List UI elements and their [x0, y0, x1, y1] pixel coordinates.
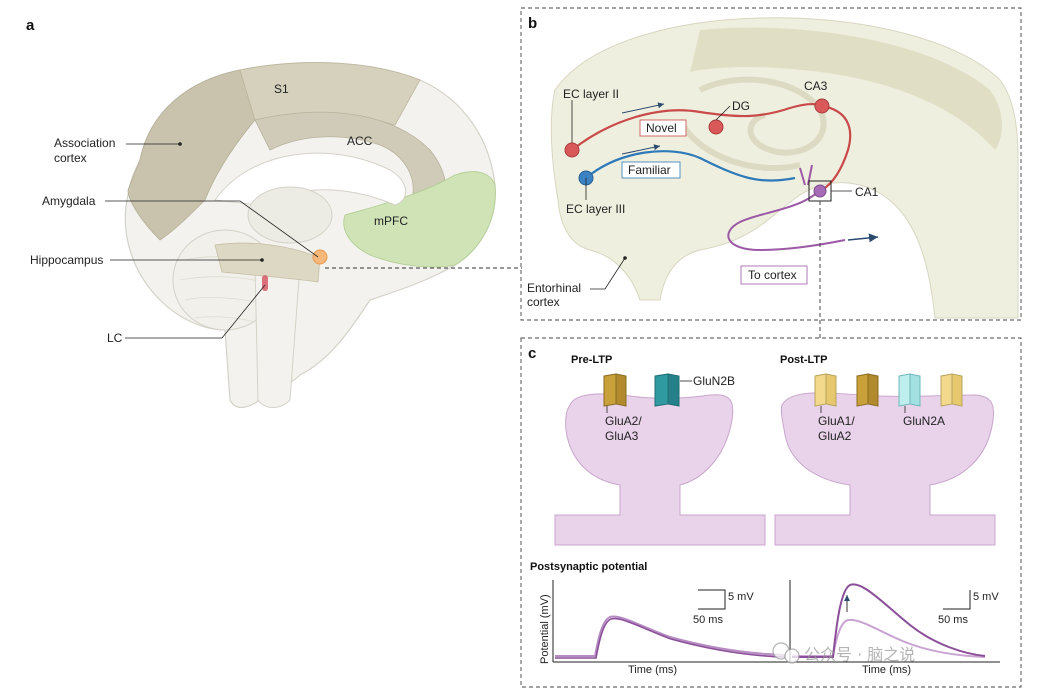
pre-ltp-spine — [554, 393, 766, 546]
entorhinal-label-line1: Entorhinal — [527, 281, 581, 295]
thalamus — [247, 186, 333, 244]
association-cortex-region — [127, 69, 256, 241]
ec-layer-iii-label: EC layer III — [566, 202, 625, 216]
ca3-neuron — [814, 98, 830, 114]
ca3-to-ca1-path — [821, 104, 852, 191]
pre-scale-ms: 50 ms — [693, 614, 723, 626]
entorhinal-leader — [590, 257, 626, 290]
to-cortex-label: To cortex — [748, 268, 797, 282]
lc-marker — [262, 275, 268, 291]
dg-neuron — [708, 119, 724, 135]
panel-c: c Pre-LTP Post-LTP GluN2B GluA2/ GluA3 — [520, 337, 1022, 688]
post-scale-mv: 5 mV — [973, 591, 999, 603]
association-label-line1: Association — [54, 136, 115, 150]
post-ltp-trace-after — [792, 583, 986, 658]
familiar-box — [621, 161, 681, 179]
panel-b: b EC layer II Novel DG CA — [520, 7, 1022, 338]
post-scale-bar — [943, 590, 971, 610]
amygdala-label: Amygdala — [42, 194, 96, 208]
corpus-callosum — [214, 152, 407, 206]
watermark-text: 公众号 · 脑之说 — [804, 645, 915, 664]
ca3-label: CA3 — [804, 79, 828, 93]
pre-scale-mv: 5 mV — [728, 591, 754, 603]
post-ltp-title: Post-LTP — [780, 354, 827, 366]
pre-ltp-trace-1 — [555, 615, 786, 657]
amygdala-marker — [312, 249, 328, 265]
pre-ltp-trace-2 — [555, 617, 786, 659]
panel-a: a S1 ACC mPFC Association co — [26, 17, 522, 409]
pre-glun2b-receptor — [654, 373, 680, 407]
panel-c-letter: c — [528, 345, 536, 362]
glua1-label-line2: GluA2 — [818, 429, 852, 443]
glun2b-label: GluN2B — [693, 374, 735, 388]
ca1-neuron — [813, 184, 827, 198]
hippocampus-region — [214, 242, 321, 283]
post-glua1-receptor-2 — [940, 373, 963, 407]
post-ltp-trace-before — [792, 618, 986, 658]
glua2-label-line2: GluA3 — [605, 429, 639, 443]
pre-scale-bar — [698, 589, 726, 609]
watermark: 公众号 · 脑之说 — [772, 642, 915, 664]
glua2-label-line1: GluA2/ — [605, 414, 642, 428]
to-cortex-arrow — [847, 233, 879, 243]
acc-label: ACC — [347, 134, 373, 148]
glun2a-label: GluN2A — [903, 414, 945, 428]
novel-path — [571, 102, 823, 151]
novel-box — [639, 119, 687, 137]
panel-a-letter: a — [26, 17, 35, 34]
ec-layer-ii-neuron — [564, 142, 580, 158]
brainstem — [254, 264, 301, 408]
post-ltp-spine — [774, 392, 996, 546]
psp-ylabel: Potential (mV) — [539, 594, 551, 664]
familiar-path — [585, 150, 796, 182]
post-glua1-receptor — [814, 373, 837, 407]
entorhinal-label-line2: cortex — [527, 295, 560, 309]
to-cortex-box — [740, 265, 808, 285]
lc-leader — [125, 284, 266, 339]
hippocampus-label: Hippocampus — [30, 253, 103, 267]
familiar-label: Familiar — [628, 163, 671, 177]
hippocampal-folds — [677, 76, 827, 171]
psp-xlabel-pre: Time (ms) — [628, 664, 677, 676]
amygdala-leader — [105, 200, 319, 258]
lc-label: LC — [107, 331, 123, 345]
s1-label: S1 — [274, 82, 289, 96]
ca1-label: CA1 — [855, 185, 879, 199]
hippocampus-top-shade — [690, 27, 1002, 150]
panel-b-letter: b — [528, 15, 537, 32]
pre-glua-receptor — [603, 373, 627, 407]
pre-ltp-title: Pre-LTP — [571, 354, 612, 366]
post-glun2a-receptor — [898, 373, 921, 407]
panel-c-frame — [520, 337, 1022, 688]
dg-label: DG — [732, 99, 750, 113]
association-label-line2: cortex — [54, 151, 87, 165]
post-scale-ms: 50 ms — [938, 614, 968, 626]
mpfc-label: mPFC — [374, 214, 408, 228]
novel-arrow — [621, 102, 665, 114]
glua1-label-line1: GluA1/ — [818, 414, 855, 428]
psp-xlabel-post: Time (ms) — [862, 664, 911, 676]
dg-leader — [715, 105, 731, 121]
familiar-arrow — [621, 144, 661, 155]
psp-title: Postsynaptic potential — [530, 561, 647, 573]
ec-layer-ii-label: EC layer II — [563, 87, 619, 101]
post-glua2-receptor — [856, 373, 879, 407]
novel-label: Novel — [646, 121, 677, 135]
mpfc-region — [343, 171, 496, 268]
